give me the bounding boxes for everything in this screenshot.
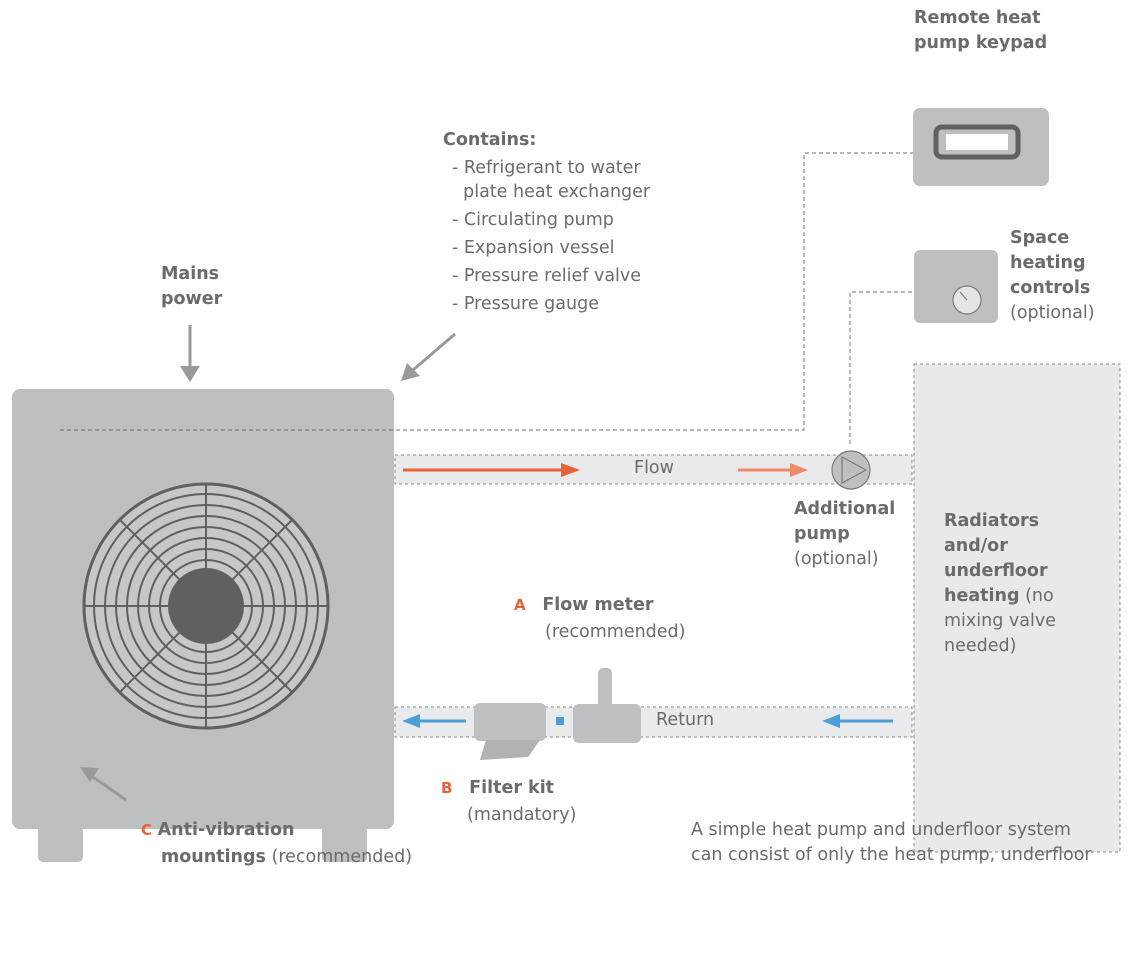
filter-kit-icon — [474, 703, 546, 760]
additional-pump-label: Additional pump (optional) — [794, 497, 895, 572]
additional-pump-line-2: pump — [794, 524, 850, 544]
flow-arrow-1 — [403, 463, 580, 477]
space-heating-line-2: heating — [1010, 253, 1086, 273]
contains-item: - Expansion vessel — [452, 238, 615, 258]
remote-keypad-line-1: Remote heat — [914, 8, 1041, 28]
radiators-line-4: heating — [944, 586, 1020, 606]
anti-vibration-title-2: mountings — [161, 847, 266, 867]
filter-kit-letter: B — [441, 779, 453, 797]
flow-meter-icon — [573, 668, 641, 743]
controls-line — [849, 291, 913, 444]
remote-keypad-label: Remote heat pump keypad — [914, 6, 1047, 56]
fan-icon — [82, 482, 330, 730]
contains-item: - Refrigerant to water — [452, 158, 641, 178]
thermostat-icon — [914, 250, 998, 323]
mains-power-line-1: Mains — [161, 264, 220, 284]
radiators-label: Radiators and/or underfloor heating (no … — [944, 509, 1056, 659]
radiators-note-3: needed) — [944, 636, 1017, 656]
return-label: Return — [656, 710, 715, 730]
additional-pump-line-1: Additional — [794, 499, 896, 519]
radiators-line-1: Radiators — [944, 511, 1040, 531]
mains-power-label: Mains power — [161, 262, 222, 312]
filter-kit-label: B Filter kit — [441, 776, 554, 801]
space-heating-line-1: Space — [1010, 228, 1070, 248]
radiators-line-3: underfloor — [944, 561, 1048, 581]
keypad-icon — [913, 108, 1049, 186]
anti-vibration-title: Anti-vibration — [157, 820, 295, 840]
space-heating-line-3: controls — [1010, 278, 1091, 298]
foot-right — [322, 826, 367, 862]
flow-meter-title: Flow meter — [542, 595, 654, 615]
anti-vibration-arrow — [80, 767, 127, 802]
contains-item: - Pressure gauge — [452, 294, 599, 314]
radiators-line-2: and/or — [944, 536, 1008, 556]
remote-keypad-line-2: pump keypad — [914, 33, 1048, 53]
flow-meter-label: A Flow meter — [514, 593, 654, 618]
flow-label: Flow — [634, 458, 674, 478]
flow-meter-note: (recommended) — [545, 622, 686, 642]
filter-kit-title: Filter kit — [469, 778, 555, 798]
contains-item: plate heat exchanger — [452, 182, 651, 202]
return-dash — [556, 717, 564, 725]
footnote-line-1: A simple heat pump and underfloor system — [691, 820, 1071, 840]
space-heating-label: Space heating controls (optional) — [1010, 226, 1095, 326]
radiators-box — [913, 363, 1121, 853]
mains-power-line-2: power — [161, 289, 223, 309]
anti-vibration-letter: C — [141, 821, 153, 839]
flow-meter-letter: A — [514, 596, 526, 614]
keypad-control-line — [60, 152, 913, 431]
contains-arrow — [401, 332, 456, 381]
contains-title: Contains: — [443, 130, 537, 150]
filter-kit-note: (mandatory) — [467, 805, 577, 825]
contains-item: - Circulating pump — [452, 210, 614, 230]
anti-vibration-note: (recommended) — [271, 847, 413, 867]
mains-power-arrow — [180, 325, 200, 382]
contains-item: - Pressure relief valve — [452, 266, 642, 286]
radiators-note-1: (no — [1025, 586, 1054, 606]
return-arrow-2 — [402, 714, 466, 728]
anti-vibration-label-2: mountings (recommended) — [161, 845, 412, 870]
space-heating-line-4: (optional) — [1010, 303, 1095, 323]
flow-arrow-2 — [738, 463, 808, 477]
pump-icon — [831, 450, 871, 490]
return-arrow-1 — [822, 714, 893, 728]
radiators-note-2: mixing valve — [944, 611, 1056, 631]
anti-vibration-label: C Anti-vibration — [141, 818, 294, 843]
footnote-line-2: can consist of only the heat pump, under… — [691, 845, 1092, 865]
foot-left — [38, 826, 83, 862]
footnote: A simple heat pump and underfloor system… — [691, 818, 1092, 868]
contains-list: - Refrigerant to water plate heat exchan… — [452, 156, 650, 316]
additional-pump-line-3: (optional) — [794, 549, 879, 569]
